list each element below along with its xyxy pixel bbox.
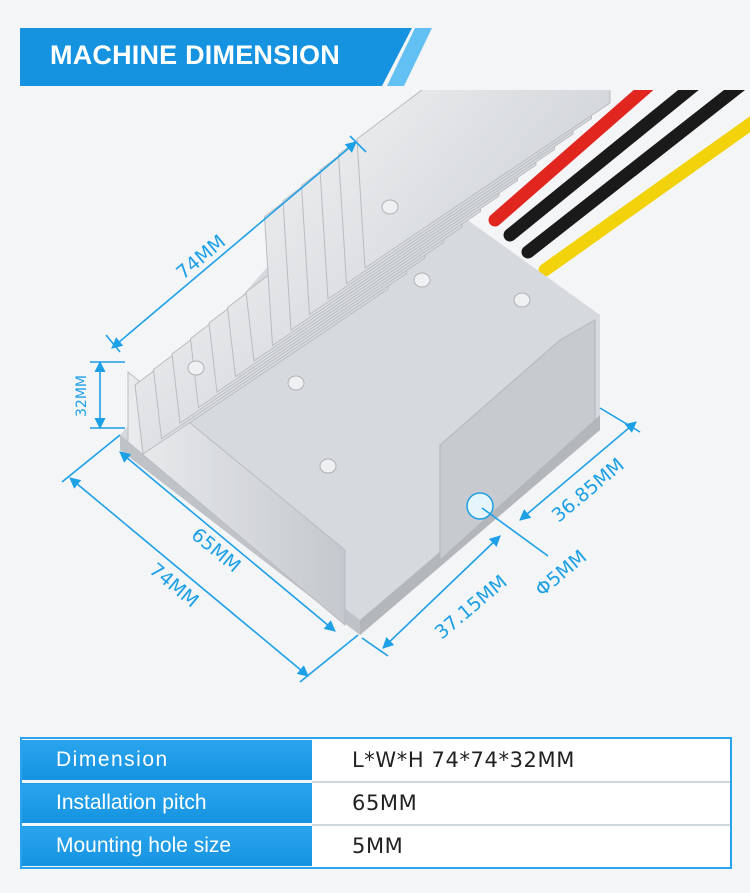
- table-row: Dimension L*W*H 74*74*32MM: [20, 738, 730, 783]
- dimension-lines: [61, 135, 641, 683]
- fin: [356, 90, 611, 269]
- spec-label: Dimension: [20, 738, 312, 783]
- dim-width: 36.85MM: [548, 454, 629, 527]
- wire-black-1: [503, 90, 699, 242]
- wire-red: [488, 90, 654, 227]
- dim-hole: Φ5MM: [531, 546, 591, 601]
- table-row: Installation pitch 65MM: [20, 780, 730, 826]
- wire-bundle: [488, 90, 750, 277]
- dim-height: 32MM: [74, 375, 90, 417]
- spec-label: Installation pitch: [20, 780, 312, 826]
- dim-bottom-length: 74MM: [145, 559, 203, 612]
- spec-label: Mounting hole size: [20, 823, 312, 869]
- wire-black-2: [521, 90, 746, 259]
- mounting-hole: [466, 492, 494, 520]
- table-row: Mounting hole size 5MM: [20, 823, 730, 869]
- banner-shape: [20, 28, 432, 86]
- wire-yellow: [538, 116, 750, 277]
- spec-table: Dimension L*W*H 74*74*32MM Installation …: [20, 738, 730, 869]
- spec-value: 5MM: [312, 824, 730, 869]
- banner-title: MACHINE DIMENSION: [50, 40, 340, 70]
- dim-top-length: 74MM: [172, 231, 230, 284]
- spec-value: 65MM: [312, 781, 730, 826]
- spec-value: L*W*H 74*74*32MM: [312, 739, 730, 783]
- product-diagram: 74MM 32MM 65MM 74MM 36.85MM 37.15MM Φ5MM: [61, 90, 750, 683]
- section-banner: MACHINE DIMENSION: [20, 28, 432, 86]
- dim-half-width: 37.15MM: [431, 571, 512, 644]
